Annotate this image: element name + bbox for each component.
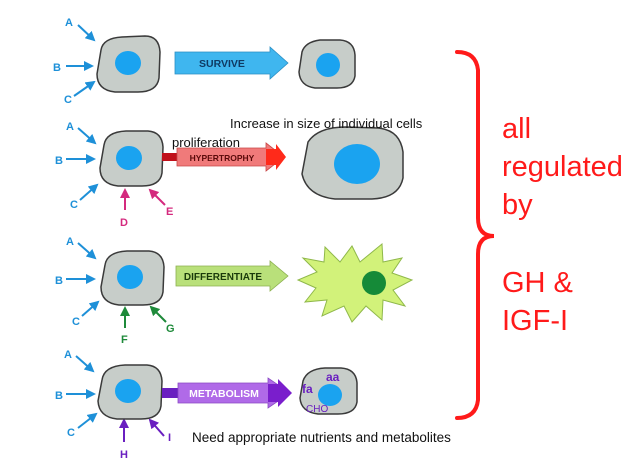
input-arrow-e	[148, 188, 166, 206]
input-arrow-c	[77, 412, 98, 429]
note-proliferation: proliferation	[172, 135, 240, 150]
input-label-c: C	[72, 316, 80, 328]
nucleus	[115, 51, 141, 75]
row-survive: A B C SURVIVE	[53, 17, 356, 106]
result-nucleus	[316, 53, 340, 77]
process-label-hypertrophy: HYPERTROPHY	[190, 153, 255, 163]
process-label-metabolism: METABOLISM	[189, 388, 259, 400]
summary-gh: GH &	[502, 267, 573, 299]
stimulus-bar	[162, 153, 177, 161]
row-hypertrophy: A B C D E HYPERTROPHY	[55, 121, 404, 229]
input-label-c: C	[70, 199, 78, 211]
input-arrow-a	[77, 242, 97, 260]
input-label-a: A	[66, 236, 74, 248]
input-arrow-g	[149, 305, 167, 323]
process-arrow-survive	[174, 46, 289, 80]
bracket	[455, 50, 495, 420]
input-arrow-i	[148, 418, 165, 437]
input-label-b: B	[53, 62, 61, 74]
process-label-survive: SURVIVE	[199, 58, 245, 70]
input-label-g: G	[166, 323, 175, 335]
result-nucleus	[318, 384, 342, 406]
nucleus	[117, 265, 143, 289]
input-arrow-c	[73, 80, 96, 97]
input-label-h: H	[120, 449, 128, 461]
substrate-fa: fa	[302, 382, 313, 396]
summary-by: by	[502, 189, 533, 221]
row-metabolism: A B C H I METABOLISM aa fa CHO	[55, 349, 358, 461]
substrate-aa: aa	[326, 370, 340, 384]
process-label-differentiate: DIFFERENTIATE	[184, 272, 262, 283]
result-cell-differentiated	[296, 242, 414, 323]
input-arrow-a	[75, 355, 95, 373]
input-label-b: B	[55, 275, 63, 287]
result-nucleus	[362, 271, 386, 295]
summary-igf: IGF-I	[502, 305, 569, 337]
input-label-b: B	[55, 155, 63, 167]
input-arrow-a	[77, 24, 96, 42]
process-arrow-differentiate	[175, 260, 289, 292]
input-label-c: C	[64, 94, 72, 106]
input-label-a: A	[66, 121, 74, 133]
input-arrow-a	[77, 127, 97, 145]
row-differentiate: A B C F G DIFFERENTIATE	[55, 236, 414, 346]
input-arrow-c	[79, 183, 99, 201]
summary-all: all	[502, 113, 532, 145]
nucleus	[115, 379, 141, 403]
summary-regulated: regulated	[502, 151, 623, 183]
input-label-b: B	[55, 390, 63, 402]
metabolism-arrow-head	[268, 379, 292, 407]
input-label-f: F	[121, 334, 128, 346]
input-label-d: D	[120, 217, 128, 229]
input-label-e: E	[166, 206, 173, 218]
nucleus	[116, 146, 142, 170]
input-arrow-c	[81, 300, 100, 317]
input-label-i: I	[168, 432, 171, 444]
stimulus-bar	[162, 388, 178, 398]
substrate-cho: CHO	[306, 404, 328, 415]
input-label-a: A	[64, 349, 72, 361]
input-label-a: A	[65, 17, 73, 29]
hypertrophy-arrow-head	[266, 144, 286, 170]
note-size-increase: Increase in size of individual cells	[230, 116, 423, 131]
input-label-c: C	[67, 427, 75, 439]
note-nutrients: Need appropriate nutrients and metabolit…	[192, 430, 451, 445]
result-nucleus	[334, 144, 380, 184]
